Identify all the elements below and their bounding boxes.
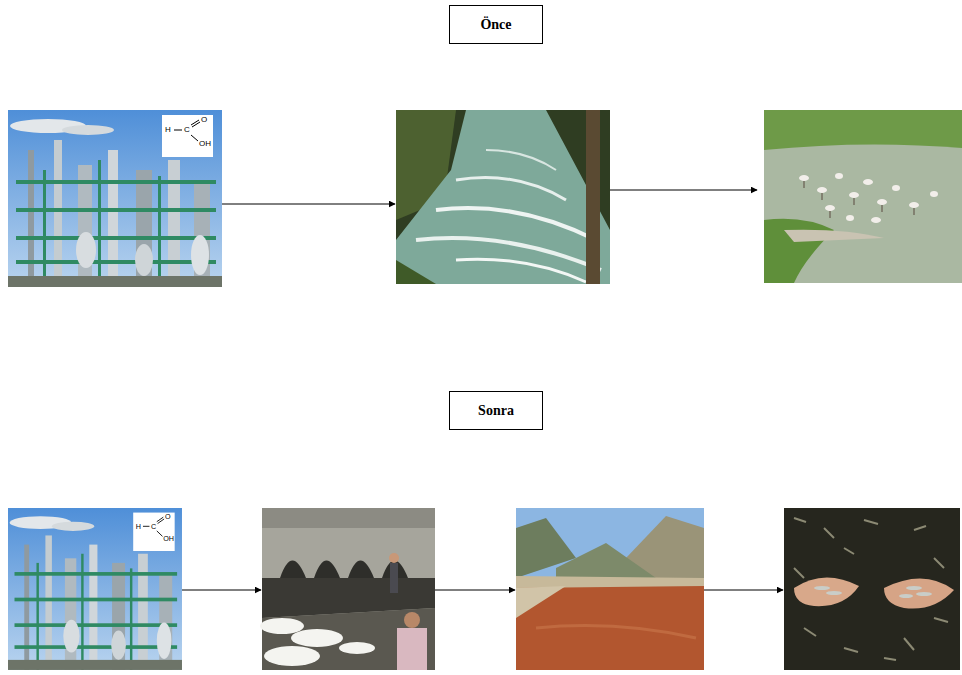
formula-atom: OH (163, 535, 174, 542)
formula-atom: C (151, 523, 156, 530)
formula-atom: O (201, 116, 207, 124)
box-label: Önce (480, 17, 511, 33)
arrow (182, 190, 783, 590)
title-box: Sonra (449, 391, 543, 430)
formula-atom: O (165, 513, 171, 520)
formula-atom: OH (199, 140, 211, 148)
box-label: Sonra (478, 403, 514, 419)
formula-atom: H (136, 523, 141, 530)
title-box: Önce (449, 5, 543, 44)
formula-atom: C (184, 126, 190, 134)
formula-atom: H (165, 126, 171, 134)
